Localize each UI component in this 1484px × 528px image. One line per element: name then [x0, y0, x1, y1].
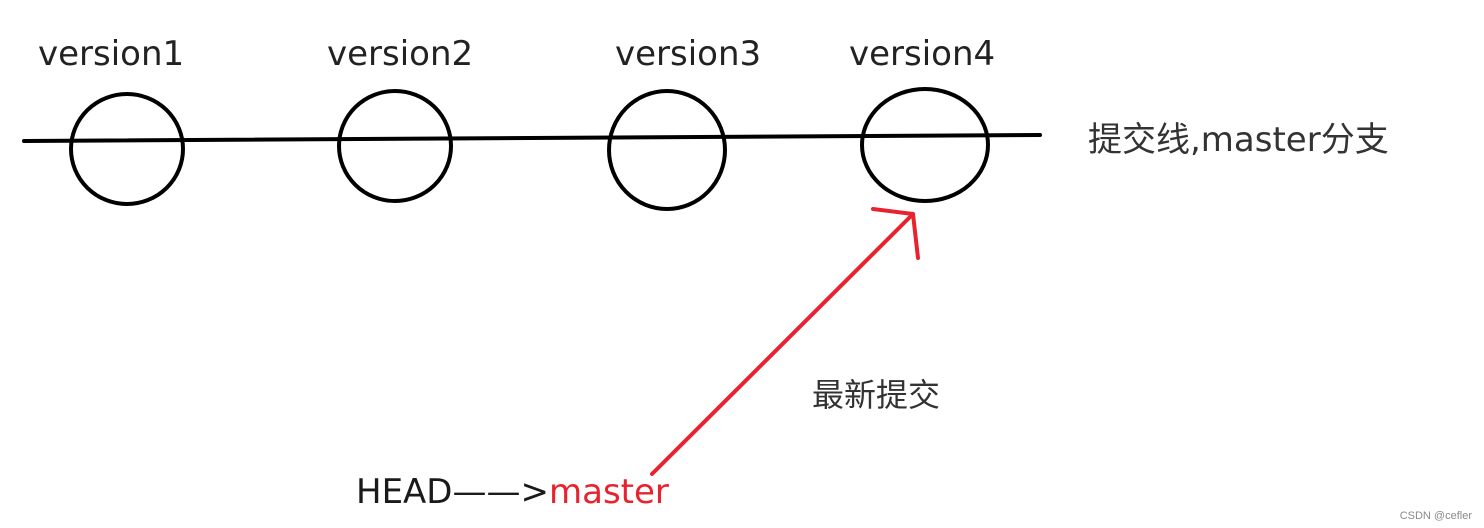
commit-line [22, 133, 1042, 143]
head-pointer-row: HEAD——>master [356, 472, 669, 512]
latest-commit-label: 最新提交 [812, 376, 941, 414]
commit-node-version3 [607, 89, 727, 211]
head-label: HEAD [356, 472, 453, 512]
pointer-arrow-head [871, 207, 920, 260]
watermark: CSDN @cefler [1399, 510, 1472, 522]
branch-label: 提交线,master分支 [1088, 120, 1389, 160]
version-label-4: version4 [849, 34, 996, 74]
commit-node-version2 [337, 89, 453, 203]
pointer-arrow-shaft [650, 212, 915, 476]
master-label: master [549, 472, 669, 512]
version-label-2: version2 [327, 34, 474, 74]
version-label-3: version3 [615, 34, 762, 74]
head-arrow: ——> [452, 472, 550, 512]
version-label-1: version1 [38, 34, 185, 74]
commit-node-version1 [69, 92, 185, 206]
commit-node-version4 [860, 87, 990, 203]
